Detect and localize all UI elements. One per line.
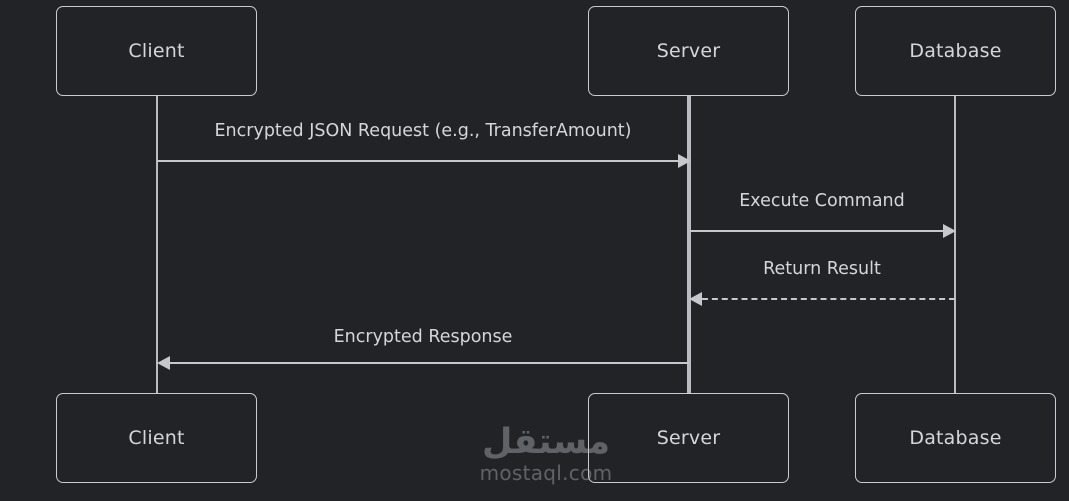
message-label-execute-command: Execute Command: [739, 191, 905, 211]
participant-header-server[interactable]: Server: [588, 6, 789, 96]
participant-footer-database[interactable]: Database: [855, 393, 1056, 483]
message-line-encrypted-json-request: [157, 160, 681, 162]
participant-header-client[interactable]: Client: [56, 6, 257, 96]
arrow-head-right-encrypted-json-request: [678, 154, 691, 168]
message-label-encrypted-json-request: Encrypted JSON Request (e.g., TransferAm…: [214, 121, 632, 141]
participant-header-client-label: Client: [128, 40, 185, 62]
arrow-head-left-encrypted-response: [157, 356, 170, 370]
participant-footer-database-label: Database: [909, 427, 1002, 449]
arrow-head-right-execute-command: [943, 224, 956, 238]
lifeline-database: [954, 96, 956, 393]
participant-footer-server-label: Server: [656, 427, 721, 449]
message-line-return-result: [702, 298, 955, 300]
participant-header-server-label: Server: [656, 40, 721, 62]
message-line-encrypted-response: [170, 362, 689, 364]
message-label-encrypted-response: Encrypted Response: [333, 327, 513, 347]
participant-footer-client-label: Client: [128, 427, 185, 449]
participant-header-database[interactable]: Database: [855, 6, 1056, 96]
message-line-execute-command: [690, 230, 946, 232]
participant-footer-server[interactable]: Server: [588, 393, 789, 483]
arrow-head-left-return-result: [689, 292, 702, 306]
participant-footer-client[interactable]: Client: [56, 393, 257, 483]
message-label-return-result: Return Result: [763, 259, 881, 279]
participant-header-database-label: Database: [909, 40, 1002, 62]
lifeline-client: [156, 96, 158, 393]
lifeline-server: [687, 96, 691, 393]
